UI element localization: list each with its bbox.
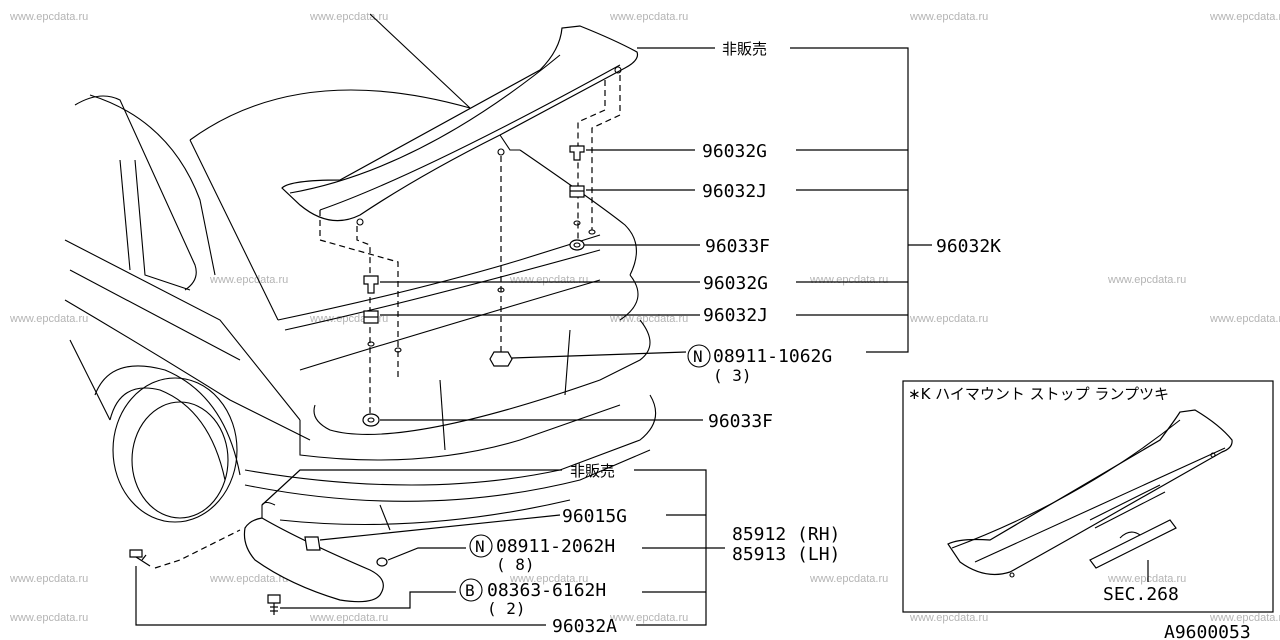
part-number-96032a: 96032A [552, 616, 617, 637]
watermark: www.epcdata.ru [1209, 313, 1280, 325]
rear-spoiler-drawing [281, 25, 639, 226]
part-number-96032j-lower: 96032J [703, 305, 768, 326]
section-reference: SEC.268 [1103, 584, 1179, 605]
washer-icon [588, 229, 596, 235]
nut-08911-2062h-icon [376, 557, 388, 567]
washer-icon [367, 341, 375, 347]
nut-08911-1062g-icon [489, 351, 513, 367]
seal-96033f-lower-icon [362, 413, 380, 427]
svg-text:N: N [475, 537, 485, 556]
part-number-85912-rh: 85912 (RH) [732, 524, 840, 545]
svg-text:B: B [465, 581, 475, 600]
watermark: www.epcdata.ru [1107, 274, 1186, 286]
quantity-08911-2062h: ( 8) [496, 555, 535, 574]
watermark: www.epcdata.ru [909, 612, 988, 624]
bolt-symbol-icon: B [459, 578, 483, 602]
watermark: www.epcdata.ru [309, 612, 388, 624]
bolt-08363-6162h-icon [267, 594, 281, 615]
part-number-96032g-lower: 96032G [703, 273, 768, 294]
washer-icon [394, 347, 402, 353]
watermark: www.epcdata.ru [609, 11, 688, 23]
nut-symbol-icon: N [469, 534, 493, 558]
watermark: www.epcdata.ru [9, 313, 88, 325]
car-body-drawing [64, 13, 657, 531]
part-number-96032g-upper: 96032G [702, 141, 767, 162]
part-number-08911-2062h: 08911-2062H [496, 536, 615, 557]
watermark: www.epcdata.ru [509, 573, 588, 585]
part-number-08363-6162h: 08363-6162H [487, 580, 606, 601]
watermark: www.epcdata.ru [1209, 612, 1280, 624]
rear-under-spoiler-drawing [129, 501, 388, 615]
part-number-96033f-upper: 96033F [705, 236, 770, 257]
inset-title: ∗K ハイマウント ストップ ランプツキ [908, 385, 1169, 403]
watermark: www.epcdata.ru [509, 274, 588, 286]
screw-96032a-icon [129, 549, 151, 567]
part-number-96032j-upper: 96032J [702, 181, 767, 202]
svg-text:N: N [693, 347, 703, 366]
inset-high-mount-stop-lamp: ∗K ハイマウント ストップ ランプツキ SEC.268 [902, 380, 1274, 613]
watermark: www.epcdata.ru [909, 11, 988, 23]
watermark: www.epcdata.ru [609, 612, 688, 624]
washer-icon [573, 220, 581, 226]
mounting-dashed-lines [319, 75, 621, 420]
part-number-96033f-lower: 96033F [708, 411, 773, 432]
grommet-96032g-lower-icon [363, 275, 379, 294]
watermark: www.epcdata.ru [309, 11, 388, 23]
part-number-85913-lh: 85913 (LH) [732, 544, 840, 565]
clip-96032j-upper-icon [569, 185, 585, 198]
watermarks: www.epcdata.ru www.epcdata.ru www.epcdat… [9, 11, 1280, 624]
not-for-sale-label-top: 非販売 [722, 40, 767, 58]
clip-96032j-lower-icon [363, 310, 379, 324]
leader-lines [135, 47, 932, 626]
watermark: www.epcdata.ru [809, 573, 888, 585]
diagram-code: A9600053 [1164, 622, 1251, 640]
grommet-96032g-upper-icon [569, 145, 585, 161]
part-number-96015g: 96015G [562, 506, 627, 527]
watermark: www.epcdata.ru [9, 11, 88, 23]
watermark: www.epcdata.ru [1209, 11, 1280, 23]
watermark: www.epcdata.ru [209, 274, 288, 286]
not-for-sale-label-bottom: 非販売 [570, 462, 615, 480]
watermark: www.epcdata.ru [809, 274, 888, 286]
watermark: www.epcdata.ru [609, 313, 688, 325]
part-number-08911-1062g: 08911-1062G [713, 346, 832, 367]
bracket-96015g-icon [304, 536, 321, 551]
fasteners [362, 145, 596, 427]
watermark: www.epcdata.ru [209, 573, 288, 585]
part-number-96032k: 96032K [936, 236, 1001, 257]
stop-lamp-icon [1089, 519, 1177, 569]
seal-96033f-upper-icon [569, 239, 585, 251]
watermark: www.epcdata.ru [9, 612, 88, 624]
part-labels: 非販売 96032G 96032J 96033F 96032K 96032G 9… [459, 40, 1001, 637]
watermark: www.epcdata.ru [1107, 573, 1186, 585]
washer-icon [497, 287, 505, 293]
watermark: www.epcdata.ru [9, 573, 88, 585]
quantity-08363-6162h: ( 2) [487, 599, 526, 618]
nut-symbol-icon: N [687, 344, 711, 368]
watermark: www.epcdata.ru [909, 313, 988, 325]
quantity-08911-1062g: ( 3) [713, 366, 752, 385]
